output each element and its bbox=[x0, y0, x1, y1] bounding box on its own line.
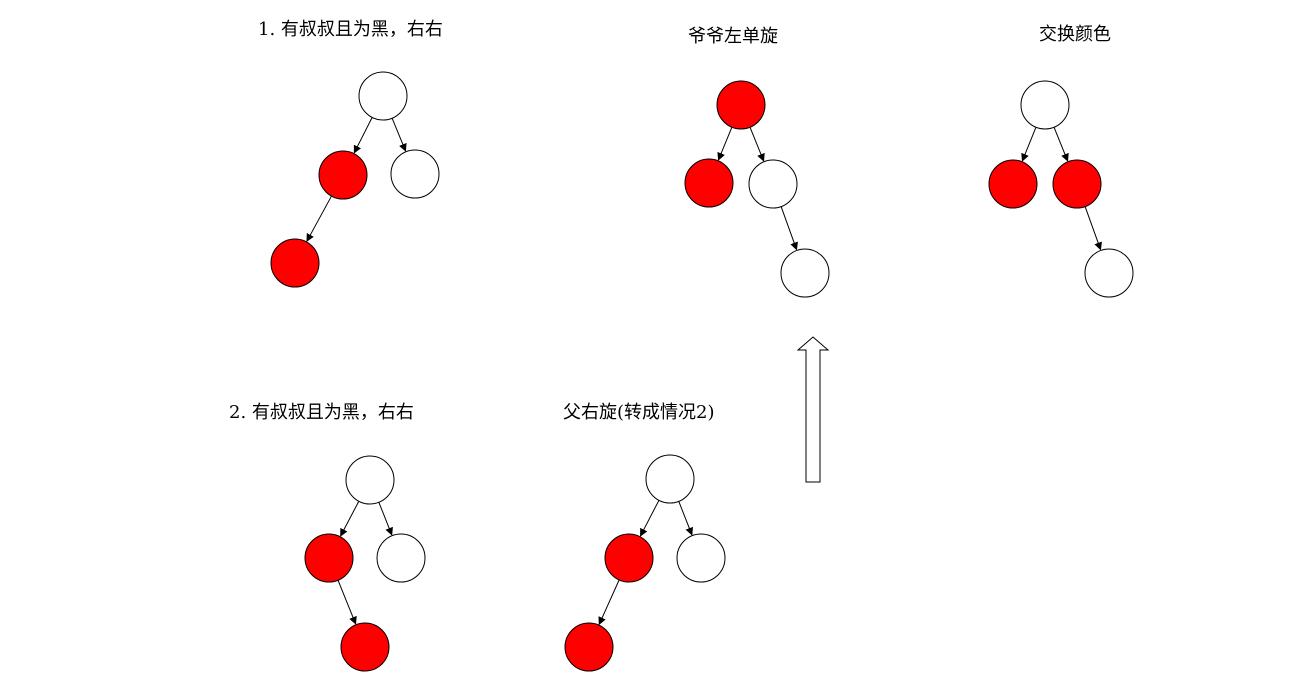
tree-node-c-red bbox=[270, 238, 320, 288]
panel-caption: 父右旋(转成情况2) bbox=[563, 402, 715, 423]
tree-node-u-black bbox=[1084, 248, 1134, 298]
tree-node-p-red bbox=[304, 533, 354, 583]
tree-node-u-black bbox=[676, 533, 726, 583]
edge-p-c bbox=[337, 580, 357, 625]
panel-caption: 爷爷左单旋 bbox=[688, 26, 778, 47]
tree-node-c-red bbox=[604, 533, 654, 583]
tree-node-c-red bbox=[988, 159, 1038, 209]
edge-p-c bbox=[717, 127, 733, 161]
edge-c-p bbox=[598, 579, 620, 626]
panel-swap-colors: 交换颜色 bbox=[988, 24, 1134, 298]
tree-node-c-red bbox=[340, 622, 390, 672]
edge-p-g bbox=[1053, 127, 1069, 162]
panel-case2-before: 2. 有叔叔且为黑，右右 bbox=[229, 402, 426, 672]
panel-parent-right-rotate: 父右旋(转成情况2) bbox=[563, 402, 726, 672]
edge-g-u bbox=[378, 502, 393, 536]
edge-p-c bbox=[306, 195, 332, 242]
panel-grandparent-left-rotate: 爷爷左单旋 bbox=[684, 26, 830, 298]
edge-p-g bbox=[749, 127, 765, 162]
transition-arrow-icon bbox=[796, 336, 830, 483]
tree-node-p-black bbox=[1020, 80, 1070, 130]
tree-node-u-black bbox=[780, 248, 830, 298]
tree-node-g-black bbox=[645, 454, 695, 504]
tree-node-u-black bbox=[390, 149, 440, 199]
edge-g-u bbox=[391, 118, 407, 152]
tree-node-p-red bbox=[564, 622, 614, 672]
tree-node-g-black bbox=[345, 455, 395, 505]
tree-node-c-red bbox=[684, 158, 734, 208]
tree-node-g-black bbox=[748, 159, 798, 209]
panel-caption: 2. 有叔叔且为黑，右右 bbox=[229, 402, 414, 423]
edge-g-u bbox=[780, 206, 798, 251]
tree-node-p-red bbox=[716, 80, 766, 130]
edge-p-c bbox=[1021, 127, 1037, 162]
tree-node-g-black bbox=[358, 71, 408, 121]
edge-g-p bbox=[340, 501, 360, 537]
tree-node-u-black bbox=[376, 533, 426, 583]
edge-g-p bbox=[353, 117, 373, 154]
edge-g-u bbox=[678, 501, 694, 536]
edge-g-u bbox=[1084, 206, 1102, 251]
panel-case1-before: 1. 有叔叔且为黑，右右 bbox=[258, 19, 443, 288]
edge-g-c bbox=[640, 500, 660, 537]
tree-node-g-red bbox=[1052, 159, 1102, 209]
tree-node-p-red bbox=[318, 150, 368, 200]
panel-caption: 1. 有叔叔且为黑，右右 bbox=[258, 19, 443, 40]
panel-caption: 交换颜色 bbox=[1039, 24, 1111, 45]
